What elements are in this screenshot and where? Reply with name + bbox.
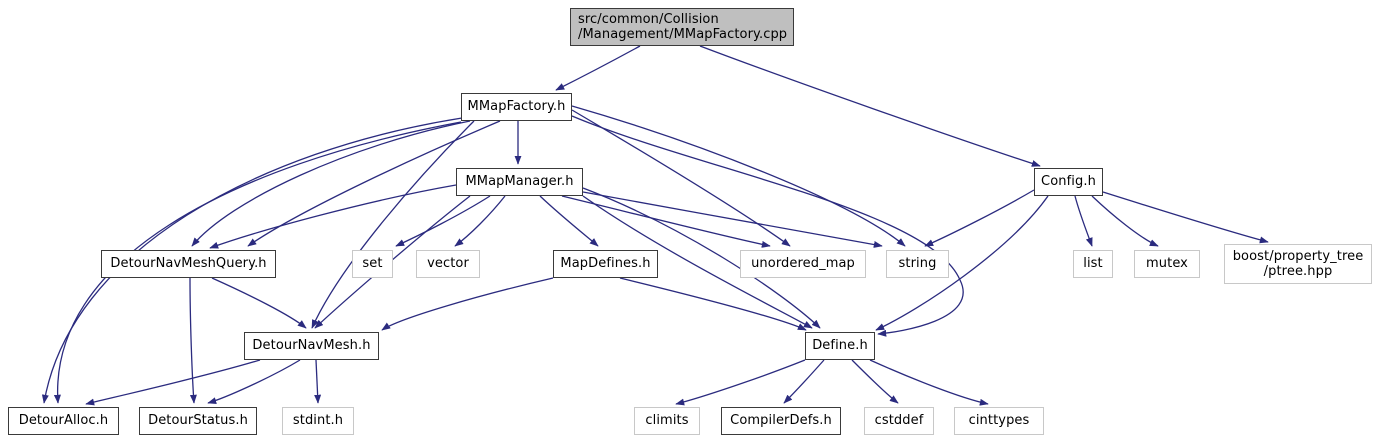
dependency-edge: [1091, 195, 1159, 247]
dependency-edge: [1074, 195, 1093, 247]
graph-node-climits[interactable]: climits: [634, 407, 700, 435]
graph-node-label: src/common/Collision /Management/MMapFac…: [578, 11, 788, 42]
dependency-edge: [189, 277, 197, 404]
graph-node-root[interactable]: src/common/Collision /Management/MMapFac…: [570, 8, 794, 46]
dependency-edge: [675, 359, 806, 406]
graph-node-detourstatus[interactable]: DetourStatus.h: [139, 407, 257, 435]
dependency-edge: [1102, 191, 1269, 244]
dependency-edge: [539, 195, 599, 247]
graph-node-unordered[interactable]: unordered_map: [740, 250, 866, 278]
dependency-edge: [209, 184, 457, 249]
graph-node-list[interactable]: list: [1073, 250, 1113, 278]
dependency-edge: [571, 105, 906, 247]
dependency-edge: [924, 189, 1035, 247]
dependency-edge: [314, 359, 322, 404]
graph-node-define[interactable]: Define.h: [805, 332, 875, 360]
dependency-edge: [381, 277, 554, 331]
dependency-edge: [869, 359, 989, 406]
dependency-edge: [41, 117, 463, 404]
dependency-edge: [699, 45, 1041, 167]
graph-node-label: Config.h: [1041, 174, 1096, 190]
graph-node-detouralloc[interactable]: DetourAlloc.h: [8, 407, 119, 435]
graph-node-label: DetourNavMesh.h: [252, 338, 371, 354]
dependency-edge: [783, 359, 825, 404]
graph-node-mmapfactory[interactable]: MMapFactory.h: [461, 93, 572, 121]
graph-node-label: stdint.h: [292, 413, 344, 429]
dependency-edge: [53, 121, 462, 404]
graph-node-label: DetourStatus.h: [148, 413, 248, 429]
dependency-edge: [561, 195, 771, 248]
dependency-edge: [875, 195, 1049, 331]
graph-node-set[interactable]: set: [352, 250, 393, 278]
graph-node-label: MMapFactory.h: [467, 99, 566, 115]
graph-node-label: unordered_map: [751, 256, 855, 272]
dependency-edge: [191, 120, 471, 247]
graph-node-label: mutex: [1146, 256, 1188, 272]
dependency-edge: [395, 195, 491, 247]
graph-node-mapdefines[interactable]: MapDefines.h: [553, 250, 658, 278]
graph-node-label: vector: [427, 256, 469, 272]
dependency-edge: [582, 191, 883, 248]
dependency-edge: [207, 359, 301, 405]
dependency-edge: [582, 187, 821, 329]
graph-node-string[interactable]: string: [886, 250, 949, 278]
graph-node-cstddef[interactable]: cstddef: [864, 407, 934, 435]
graph-node-navmeshquery[interactable]: DetourNavMeshQuery.h: [101, 250, 276, 278]
graph-node-label: set: [362, 256, 383, 272]
dependency-edge: [247, 120, 501, 247]
graph-node-mmapmanager[interactable]: MMapManager.h: [456, 168, 583, 196]
graph-node-vector[interactable]: vector: [416, 250, 480, 278]
graph-node-label: list: [1083, 256, 1103, 272]
dependency-edge: [851, 359, 899, 404]
graph-node-mutex[interactable]: mutex: [1134, 250, 1200, 278]
dependency-edge: [619, 277, 807, 331]
graph-node-navmesh[interactable]: DetourNavMesh.h: [244, 332, 379, 360]
graph-node-label: DetourAlloc.h: [18, 413, 109, 429]
dependency-edge: [311, 120, 475, 329]
graph-node-label: climits: [645, 413, 689, 429]
dependency-edge: [211, 277, 307, 329]
dependency-edge: [555, 45, 641, 91]
graph-node-label: cinttypes: [968, 413, 1030, 429]
graph-node-label: MapDefines.h: [560, 256, 651, 272]
graph-node-label: DetourNavMeshQuery.h: [110, 256, 267, 272]
dependency-edge: [454, 195, 506, 247]
graph-node-label: MMapManager.h: [465, 174, 574, 190]
graph-node-label: Define.h: [812, 338, 868, 354]
graph-node-compilerdefs[interactable]: CompilerDefs.h: [721, 407, 841, 435]
graph-node-label: CompilerDefs.h: [730, 413, 832, 429]
dependency-edge: [85, 359, 261, 406]
graph-node-cinttypes[interactable]: cinttypes: [954, 407, 1044, 435]
graph-node-label: boost/property_tree /ptree.hpp: [1232, 248, 1364, 279]
graph-node-label: string: [898, 256, 937, 272]
graph-node-config[interactable]: Config.h: [1034, 168, 1103, 196]
dependency-edge: [582, 195, 813, 329]
graph-node-label: cstddef: [874, 413, 924, 429]
dependency-edge: [571, 115, 964, 337]
graph-node-boost[interactable]: boost/property_tree /ptree.hpp: [1224, 244, 1372, 284]
graph-node-stdint[interactable]: stdint.h: [282, 407, 354, 435]
